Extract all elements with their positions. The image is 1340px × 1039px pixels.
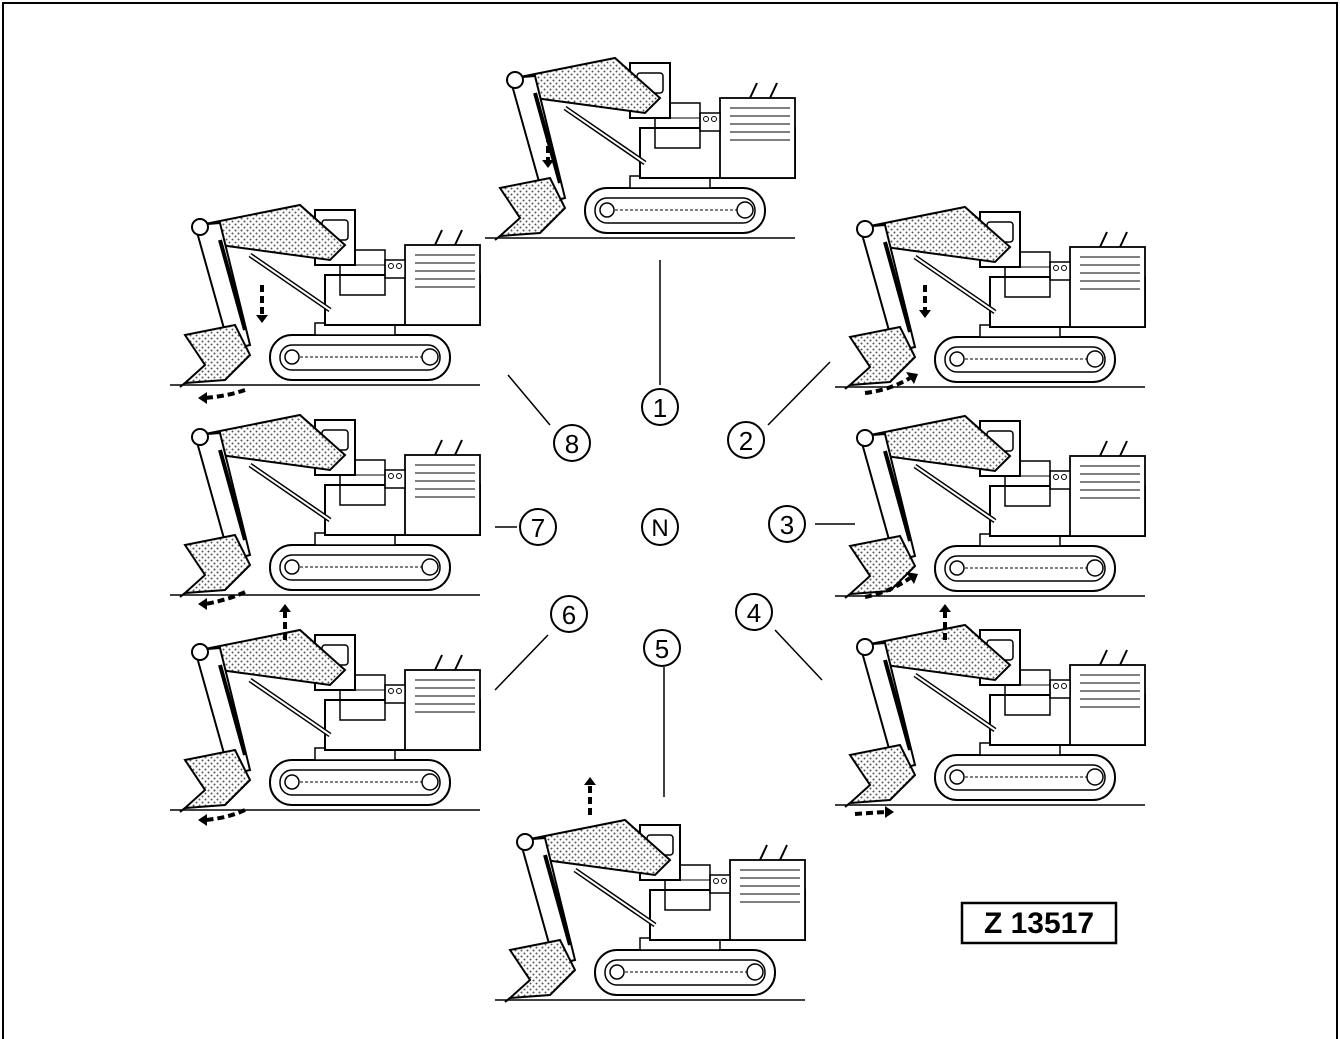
excavator-position-1-image: [485, 58, 795, 240]
svg-text:8: 8: [565, 429, 579, 459]
position-label-6: 6: [550, 595, 588, 633]
excavator-position-8-image: [170, 205, 480, 387]
leader-lines: [494, 260, 855, 797]
position-label-2: 2: [727, 421, 765, 459]
position-label-4: 4: [735, 593, 773, 631]
excavator-position-7-image: [170, 415, 480, 597]
motion-arrowheads: [198, 160, 951, 826]
svg-text:4: 4: [747, 598, 761, 628]
svg-text:7: 7: [531, 513, 545, 543]
position-label-7: 7: [519, 508, 557, 546]
excavator-position-2-image: [835, 207, 1145, 389]
figure-id: Z 13517: [984, 907, 1094, 940]
position-label-3: 3: [768, 505, 806, 543]
excavator-position-6-image: [170, 630, 480, 812]
excavator-position-3-image: [835, 416, 1145, 598]
svg-text:1: 1: [653, 393, 667, 423]
position-label-1: 1: [641, 388, 679, 426]
figure-id-box: Z 13517: [960, 901, 1118, 945]
svg-text:5: 5: [655, 634, 669, 664]
position-label-5: 5: [643, 629, 681, 667]
excavator-position-4-image: [835, 625, 1145, 807]
svg-text:2: 2: [739, 426, 753, 456]
position-label-8: 8: [553, 424, 591, 462]
motion-arrows: [204, 135, 947, 822]
svg-text:3: 3: [780, 510, 794, 540]
svg-text:N: N: [651, 515, 668, 542]
svg-text:6: 6: [562, 600, 576, 630]
excavator-position-5-image: [495, 820, 805, 1002]
neutral-label: N: [641, 508, 679, 546]
